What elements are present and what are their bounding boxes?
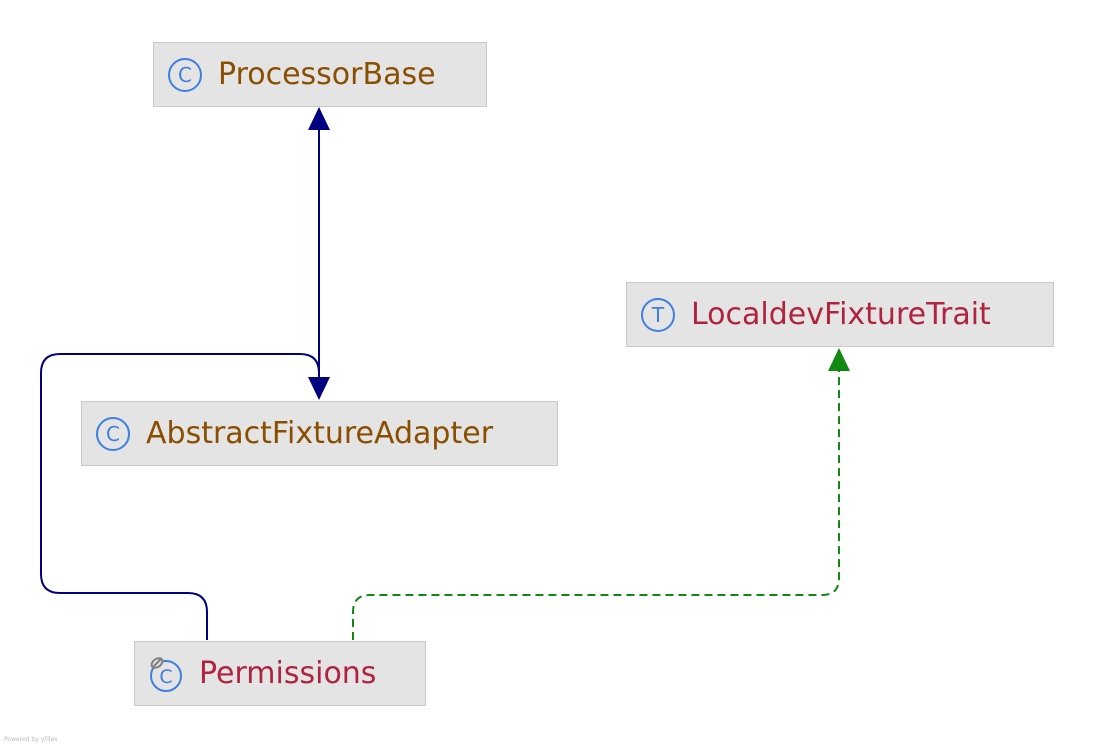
svg-text:C: C <box>178 63 192 87</box>
svg-text:C: C <box>106 422 120 446</box>
svg-text:T: T <box>651 303 665 327</box>
watermark: Powered by yFiles <box>4 736 58 743</box>
node-label: LocaldevFixtureTrait <box>691 296 991 332</box>
node-localdevfixturetrait[interactable]: T LocaldevFixtureTrait <box>626 282 1054 347</box>
class-icon: C <box>166 56 204 94</box>
node-processorbase[interactable]: C ProcessorBase <box>153 42 487 107</box>
arrowhead-processorbase <box>308 107 330 130</box>
edge-permissions-to-abstractfixtureadapter <box>40 353 320 640</box>
arrowhead-abstractfixtureadapter <box>308 377 330 400</box>
svg-text:C: C <box>159 666 172 688</box>
node-abstractfixtureadapter[interactable]: C AbstractFixtureAdapter <box>81 401 558 466</box>
node-label: AbstractFixtureAdapter <box>146 415 494 451</box>
class-icon: C <box>94 415 132 453</box>
arrowhead-localdevfixturetrait <box>828 348 850 371</box>
node-label: ProcessorBase <box>218 56 436 92</box>
node-permissions[interactable]: C Permissions <box>134 641 426 706</box>
node-label: Permissions <box>199 655 377 691</box>
final-class-icon: C <box>147 655 185 693</box>
trait-icon: T <box>639 296 677 334</box>
edge-permissions-to-localdevfixturetrait <box>352 370 840 640</box>
